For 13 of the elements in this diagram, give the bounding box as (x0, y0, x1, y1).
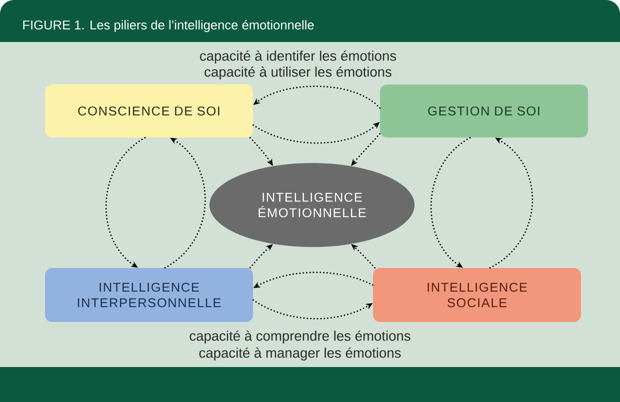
dotted-arrow (105, 136, 146, 268)
pillar-box: INTELLIGENCE INTERPERSONNELLE (45, 268, 253, 322)
annotation-text: capacité à utiliser les émotions (204, 66, 392, 80)
annotation-text: capacité à manager les émotions (199, 347, 401, 361)
annotation-text: capacité à comprendre les émotions (190, 330, 410, 344)
dotted-arrow (489, 138, 534, 269)
pillar-box: INTELLIGENCE SOCIALE (373, 268, 581, 322)
pillar-box: CONSCIENCE DE SOI (45, 84, 253, 138)
figure-title: FIGURE 1. Les piliers de l’intelligence émotionnelle (23, 20, 314, 32)
pillar-box: GESTION DE SOI (380, 84, 588, 138)
dotted-arrow (164, 138, 206, 269)
annotation-text: capacité à identifer les émotions (200, 50, 396, 64)
dotted-arrow (430, 136, 471, 268)
